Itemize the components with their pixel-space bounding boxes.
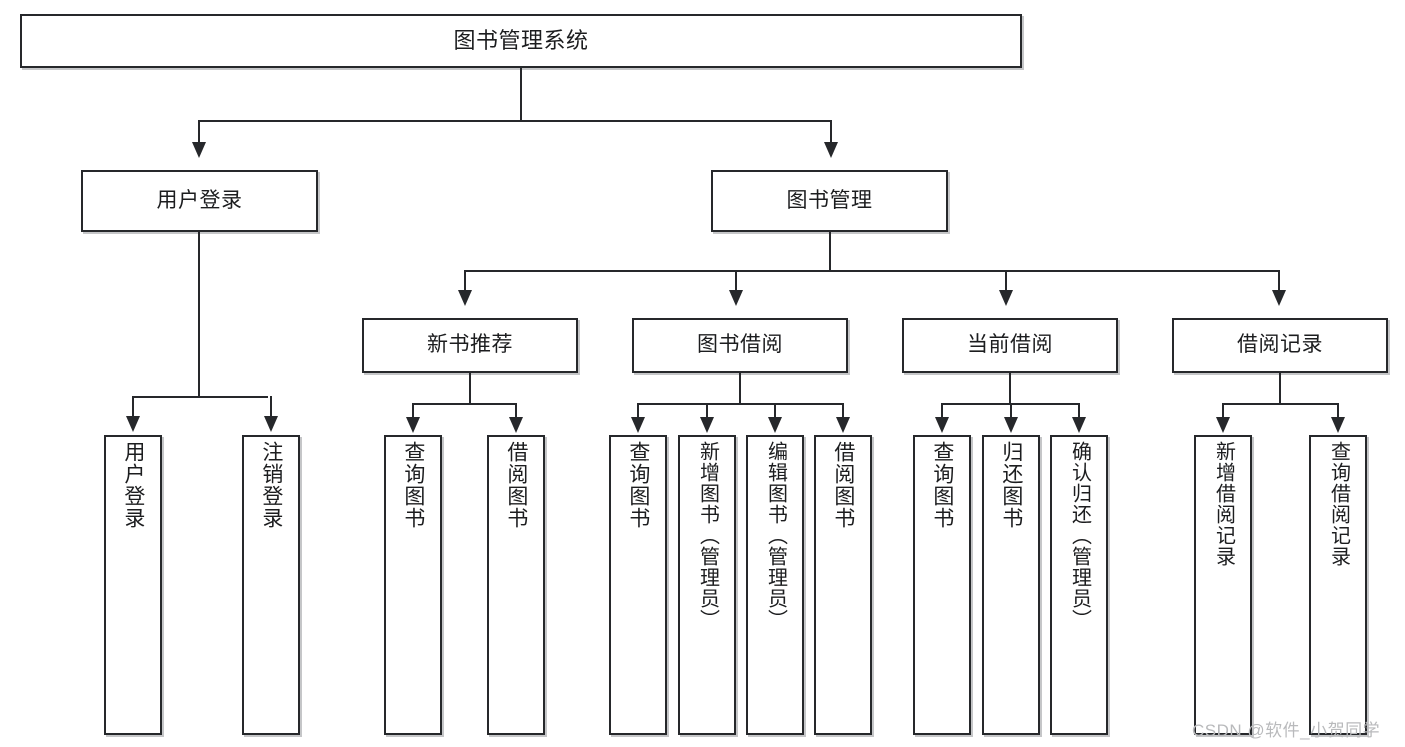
connector-root-to-book-management: [830, 120, 832, 144]
arrowhead-leaf-confirm-return-admin: [1072, 417, 1086, 433]
arrowhead-leaf-edit-book-admin: [768, 417, 782, 433]
node-leaf-query-borrow-record[interactable]: 查询借阅记录: [1309, 435, 1367, 735]
connector-br-to-leaf-1: [1222, 403, 1224, 419]
node-book-management[interactable]: 图书管理: [711, 170, 948, 232]
connector-bm-to-borrow-record: [1278, 270, 1280, 292]
node-label: 用户登录: [121, 441, 145, 529]
arrowhead-book-borrow: [729, 290, 743, 306]
connector-book-borrow-bus: [637, 403, 844, 405]
connector-new-book-bus: [412, 403, 515, 405]
node-book-management-system[interactable]: 图书管理系统: [20, 14, 1022, 68]
connector-borrow-record-stem: [1279, 373, 1281, 403]
arrowhead-leaf-borrow-book-2: [836, 417, 850, 433]
connector-borrow-record-bus: [1222, 403, 1337, 405]
arrowhead-leaf-query-book-2: [631, 417, 645, 433]
connector-bm-to-book-borrow: [735, 270, 737, 292]
connector-book-borrow-stem: [739, 373, 741, 403]
arrowhead-leaf-query-book-3: [935, 417, 949, 433]
node-leaf-edit-book-admin[interactable]: 编辑图书（管理员）: [746, 435, 804, 735]
connector-current-borrow-stem: [1009, 373, 1011, 403]
connector-cb-to-leaf-3: [1078, 403, 1080, 419]
arrowhead-leaf-add-borrow-record: [1216, 417, 1230, 433]
node-leaf-confirm-return-admin[interactable]: 确认归还（管理员）: [1050, 435, 1108, 735]
node-label: 用户登录: [156, 188, 243, 212]
connector-nb-to-leaf-2: [515, 403, 517, 419]
arrowhead-leaf-query-borrow-record: [1331, 417, 1345, 433]
arrowhead-leaf-borrow-book-1: [509, 417, 523, 433]
connector-user-login-bus: [132, 396, 268, 398]
arrowhead-root-to-user-login: [192, 142, 206, 158]
connector-bb-to-leaf-2: [706, 403, 708, 419]
node-leaf-query-book-2[interactable]: 查询图书: [609, 435, 667, 735]
node-label: 编辑图书（管理员）: [764, 441, 787, 630]
node-label: 借阅图书: [831, 441, 855, 529]
connector-bb-to-leaf-4: [842, 403, 844, 419]
arrowhead-leaf-return-book: [1004, 417, 1018, 433]
connector-root-bus: [198, 120, 832, 122]
node-label: 查询图书: [930, 441, 954, 529]
connector-book-management-bus: [464, 270, 1280, 272]
node-label: 注销登录: [259, 441, 283, 529]
connector-nb-to-leaf-1: [412, 403, 414, 419]
arrowhead-leaf-add-book-admin: [700, 417, 714, 433]
connector-bm-to-new-book: [464, 270, 466, 292]
connector-cb-to-leaf-2: [1010, 403, 1012, 419]
node-leaf-add-book-admin[interactable]: 新增图书（管理员）: [678, 435, 736, 735]
node-label: 新增借阅记录: [1212, 441, 1235, 567]
node-label: 新增图书（管理员）: [696, 441, 719, 630]
node-leaf-logout-login[interactable]: 注销登录: [242, 435, 300, 735]
node-leaf-query-book-1[interactable]: 查询图书: [384, 435, 442, 735]
node-label: 图书管理: [786, 188, 873, 212]
node-label: 图书管理系统: [453, 28, 589, 54]
connector-cb-to-leaf-1: [941, 403, 943, 419]
node-label: 确认归还（管理员）: [1068, 441, 1091, 630]
connector-br-to-leaf-2: [1337, 403, 1339, 419]
node-label: 借阅图书: [504, 441, 528, 529]
node-leaf-borrow-book-1[interactable]: 借阅图书: [487, 435, 545, 735]
node-leaf-add-borrow-record[interactable]: 新增借阅记录: [1194, 435, 1252, 735]
connector-bm-to-current-borrow: [1005, 270, 1007, 292]
node-label: 借阅记录: [1237, 333, 1323, 357]
connector-user-login-to-leaf-2: [270, 396, 272, 418]
connector-user-login-stem: [198, 232, 200, 396]
connector-user-login-to-leaf-1: [132, 396, 134, 418]
node-label: 当前借阅: [967, 333, 1053, 357]
connector-bb-to-leaf-1: [637, 403, 639, 419]
connector-book-management-stem: [829, 232, 831, 270]
arrowhead-leaf-user-login: [126, 416, 140, 432]
node-borrow-record[interactable]: 借阅记录: [1172, 318, 1388, 373]
connector-new-book-stem: [469, 373, 471, 403]
node-label: 查询图书: [401, 441, 425, 529]
node-current-borrow[interactable]: 当前借阅: [902, 318, 1118, 373]
node-user-login[interactable]: 用户登录: [81, 170, 318, 232]
node-label: 归还图书: [999, 441, 1023, 529]
node-label: 图书借阅: [697, 333, 783, 357]
arrowhead-new-book-recommend: [458, 290, 472, 306]
connector-root-stem: [520, 68, 522, 120]
node-new-book-recommend[interactable]: 新书推荐: [362, 318, 578, 373]
connector-root-to-user-login: [198, 120, 200, 144]
node-leaf-return-book[interactable]: 归还图书: [982, 435, 1040, 735]
node-label: 查询图书: [626, 441, 650, 529]
node-label: 查询借阅记录: [1327, 441, 1350, 567]
node-leaf-borrow-book-2[interactable]: 借阅图书: [814, 435, 872, 735]
connector-bb-to-leaf-3: [774, 403, 776, 419]
arrowhead-leaf-logout-login: [264, 416, 278, 432]
arrowhead-leaf-query-book-1: [406, 417, 420, 433]
arrowhead-root-to-book-management: [824, 142, 838, 158]
node-label: 新书推荐: [427, 333, 513, 357]
node-leaf-user-login[interactable]: 用户登录: [104, 435, 162, 735]
arrowhead-borrow-record: [1272, 290, 1286, 306]
node-leaf-query-book-3[interactable]: 查询图书: [913, 435, 971, 735]
node-book-borrow[interactable]: 图书借阅: [632, 318, 848, 373]
arrowhead-current-borrow: [999, 290, 1013, 306]
